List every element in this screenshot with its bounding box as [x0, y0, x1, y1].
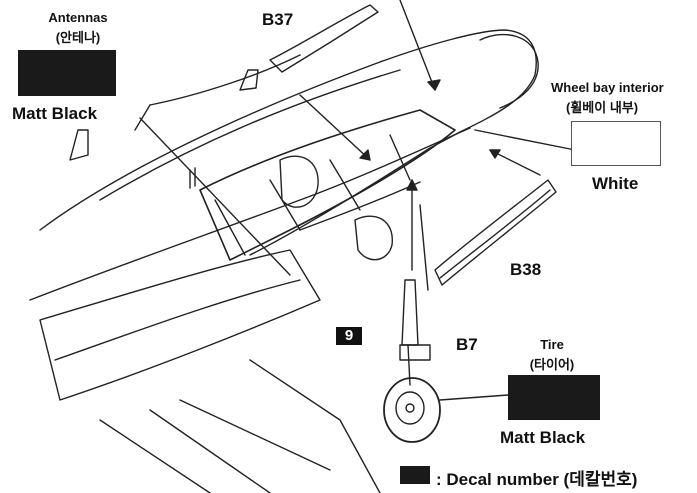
antennas-color-swatch: [18, 50, 116, 96]
tire-color-name: Matt Black: [500, 428, 586, 447]
antenna-1: [69, 129, 89, 161]
fuselage-lower-edge: [29, 127, 471, 301]
tire-color-swatch: [508, 375, 600, 420]
bay-interior-left: [279, 155, 319, 208]
tire-korean: (타이어): [529, 357, 575, 372]
wheel-bay-korean: (휠베이 내부): [566, 100, 639, 115]
part-label-b37: B37: [262, 10, 294, 29]
lower-fuselage-panel: [39, 249, 321, 401]
legend-text: : Decal number (데칼번호): [436, 470, 638, 489]
part-label-b38: B38: [510, 260, 542, 279]
arrow-b37: [299, 94, 371, 161]
antenna-2: [239, 69, 259, 91]
leader-antenna: [139, 117, 291, 276]
antennas-color-name: Matt Black: [12, 104, 98, 123]
antennas-title: Antennas: [48, 10, 108, 25]
gear-strut: [401, 279, 419, 346]
leader-wheel-bay: [474, 129, 576, 151]
arrow-top: [399, 0, 436, 91]
leader-tire: [439, 394, 509, 401]
b37-door: [269, 4, 379, 73]
bay-interior-right: [354, 215, 393, 261]
wheel-tire: [383, 377, 441, 443]
tire-title: Tire: [540, 337, 564, 352]
wheel-bay-color-swatch: [571, 121, 661, 166]
antennas-korean: (안테나): [55, 30, 101, 45]
fuselage-outline: [39, 29, 537, 256]
wheel-bay-opening: [199, 109, 456, 261]
part-label-b7: B7: [456, 335, 478, 354]
wheel-bay-title: Wheel bay interior: [551, 80, 664, 95]
arrow-b38: [489, 149, 541, 176]
wheel-bay-color-name: White: [592, 174, 639, 193]
radome: [479, 33, 539, 109]
decal-number-badge: 9: [336, 327, 362, 345]
wheel-hub: [395, 391, 425, 425]
legend-decal-swatch: [400, 466, 430, 484]
b38-door: [434, 179, 557, 286]
